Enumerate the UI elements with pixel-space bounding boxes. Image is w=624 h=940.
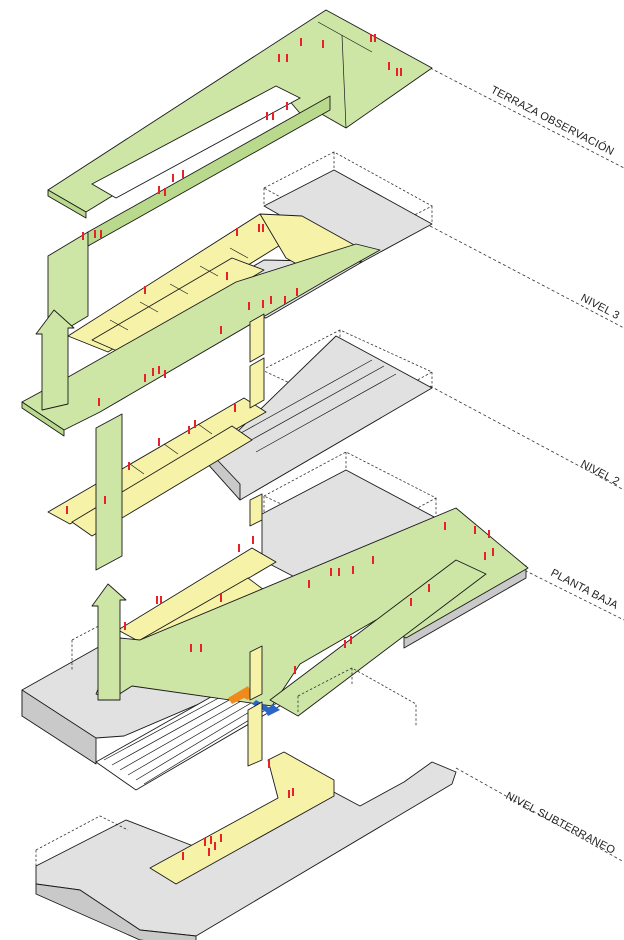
pb-column [250, 646, 262, 700]
level-labels: TERRAZA OBSERVACIÓN NIVEL 3 NIVEL 2 PLAN… [430, 68, 624, 862]
sub-yellow-column [248, 702, 262, 766]
nivel3-column [250, 314, 264, 362]
label-planta-baja: PLANTA BAJA [549, 567, 621, 612]
label-nivel3: NIVEL 3 [579, 292, 622, 322]
label-nivel2: NIVEL 2 [579, 458, 622, 488]
leader-nivel3 [430, 226, 624, 328]
nivel2-column [250, 358, 264, 408]
label-terraza: TERRAZA OBSERVACIÓN [489, 83, 617, 158]
nivel3-arrow-wall [36, 310, 74, 410]
nivel2-green-wall [96, 414, 122, 570]
label-subterraneo: NIVEL SUBTERRANEO [504, 790, 618, 857]
leader-terraza [430, 68, 624, 168]
nivel2-column-lower [250, 494, 262, 526]
